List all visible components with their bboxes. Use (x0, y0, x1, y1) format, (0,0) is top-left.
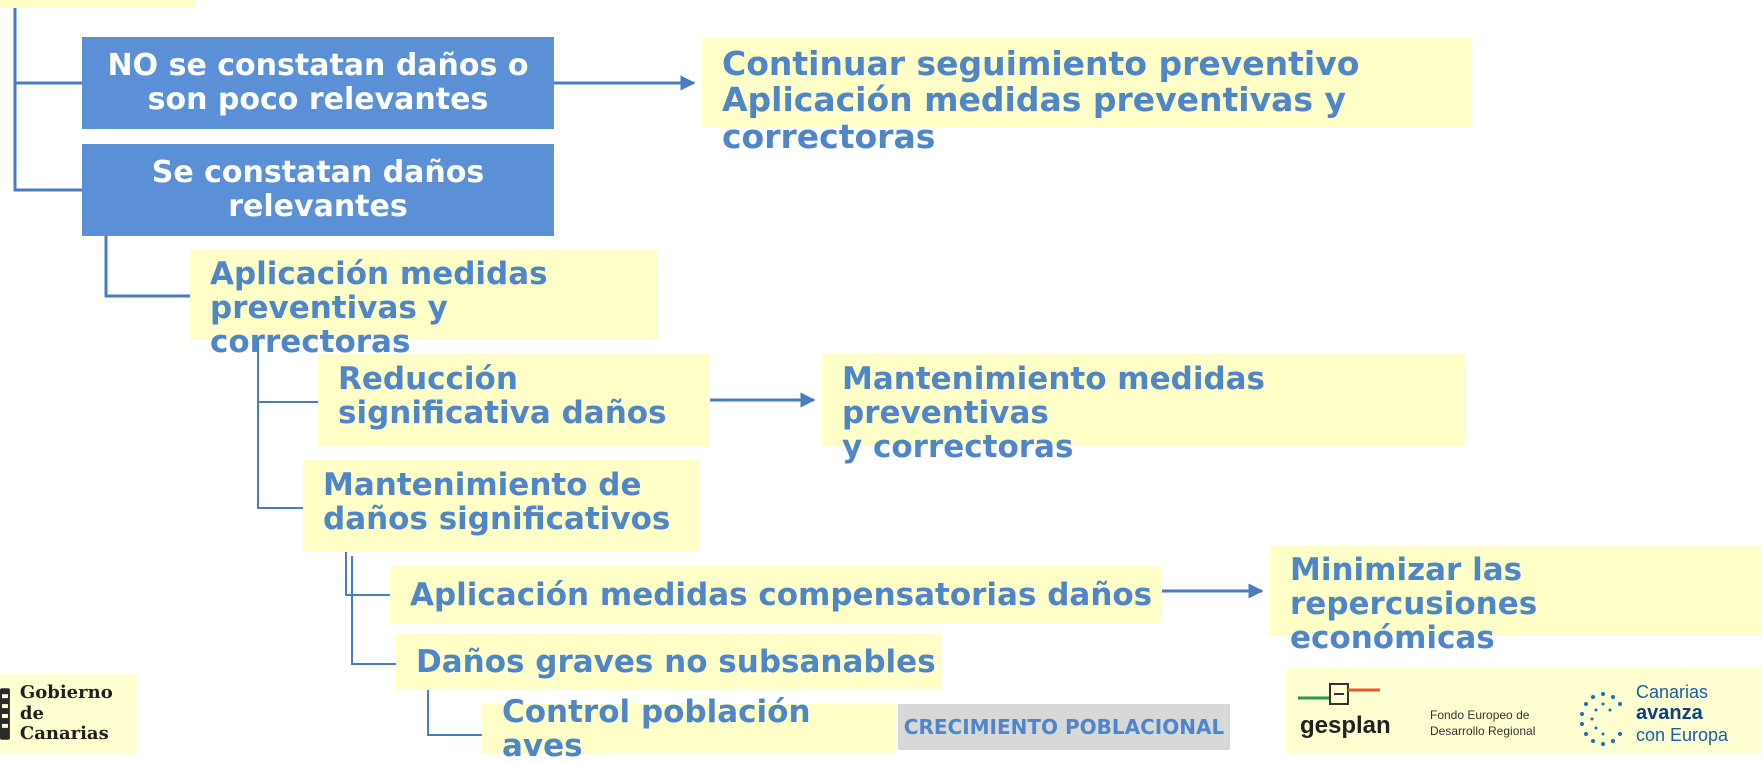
node-mantenimiento-medidas: Mantenimiento medidas preventivas y corr… (822, 354, 1466, 464)
branch-mantenimiento-danos (257, 340, 303, 509)
node-continuar-line1: Continuar seguimiento preventivo (722, 44, 1360, 83)
crecimiento-label: CRECIMIENTO POBLACIONAL (898, 704, 1230, 750)
node-minimizar-line1: Minimizar las repercusiones (1290, 552, 1538, 623)
node-mantenimiento-danos-line2: daños significativos (323, 501, 671, 538)
node-si-danos-line1: Se constatan daños (151, 154, 485, 190)
gesplan-mark-icon (1298, 683, 1380, 705)
node-aplicacion-line1: Aplicación medidas (210, 256, 548, 292)
node-si-danos: Se constatan daños relevantes (82, 144, 554, 236)
node-no-danos-line1: NO se constatan daños o (107, 47, 529, 83)
node-no-danos: NO se constatan daños o son poco relevan… (82, 37, 554, 129)
branch-compensatorias (345, 550, 390, 596)
node-aplicacion-line2: preventivas y correctoras (210, 290, 448, 361)
node-mantenimiento-danos-line1: Mantenimiento de (323, 467, 642, 503)
node-reduccion-line1: Reducción (338, 361, 518, 397)
funding-logos: gesplan Fondo Europeo de Desarrollo Regi… (1286, 668, 1762, 754)
canarias-line3: con Europa (1636, 724, 1729, 745)
branch-graves (351, 556, 396, 665)
fondo-line2: Desarrollo Regional (1430, 723, 1536, 738)
node-graves: Daños graves no subsanables (396, 634, 942, 690)
node-si-danos-line2: relevantes (228, 189, 408, 224)
node-reduccion: Reducción significativa daños (318, 354, 710, 446)
gobierno-line2: de Canarias (19, 702, 109, 745)
node-compensatorias-label: Aplicación medidas compensatorias daños (410, 576, 1153, 613)
node-aplicacion: Aplicación medidas preventivas y correct… (190, 250, 658, 359)
node-compensatorias: Aplicación medidas compensatorias daños (390, 566, 1162, 624)
crecimiento-text: CRECIMIENTO POBLACIONAL (903, 715, 1225, 739)
canarias-line1: Canarias (1636, 682, 1709, 702)
shield-icon (0, 688, 10, 740)
top-partial-box (0, 0, 196, 8)
gobierno-line1: Gobierno (19, 681, 113, 703)
node-continuar-line2: Aplicación medidas preventivas y correct… (722, 80, 1347, 156)
node-mantenimiento-medidas-line1: Mantenimiento medidas preventivas (842, 361, 1266, 432)
gesplan-text: gesplan (1300, 712, 1391, 739)
canarias-avanza-logo: Canarias avanza con Europa (1576, 682, 1762, 754)
node-graves-label: Daños graves no subsanables (416, 643, 936, 680)
dots-circle-icon (1580, 692, 1622, 746)
branch-aplicacion (104, 236, 190, 298)
node-control: Control población aves (482, 695, 896, 763)
node-minimizar-line2: económicas (1290, 620, 1495, 657)
node-mantenimiento-danos: Mantenimiento de daños significativos (303, 460, 699, 552)
fondo-line1: Fondo Europeo de (1430, 708, 1530, 722)
gobierno-logo: Gobierno de Canarias (0, 674, 138, 754)
node-continuar: Continuar seguimiento preventivo Aplicac… (702, 38, 1472, 154)
trunk-line (13, 0, 82, 192)
canarias-line2: avanza (1636, 702, 1703, 725)
gesplan-logo: gesplan (1292, 682, 1392, 748)
node-control-label: Control población aves (502, 693, 811, 764)
node-minimizar: Minimizar las repercusiones económicas (1270, 546, 1762, 655)
node-mantenimiento-medidas-line2: y correctoras (842, 429, 1074, 466)
branch-control (427, 690, 482, 736)
node-reduccion-line2: significativa daños (338, 395, 667, 432)
node-no-danos-line2: son poco relevantes (147, 82, 489, 117)
fondo-logo: Fondo Europeo de Desarrollo Regional (1430, 708, 1570, 744)
